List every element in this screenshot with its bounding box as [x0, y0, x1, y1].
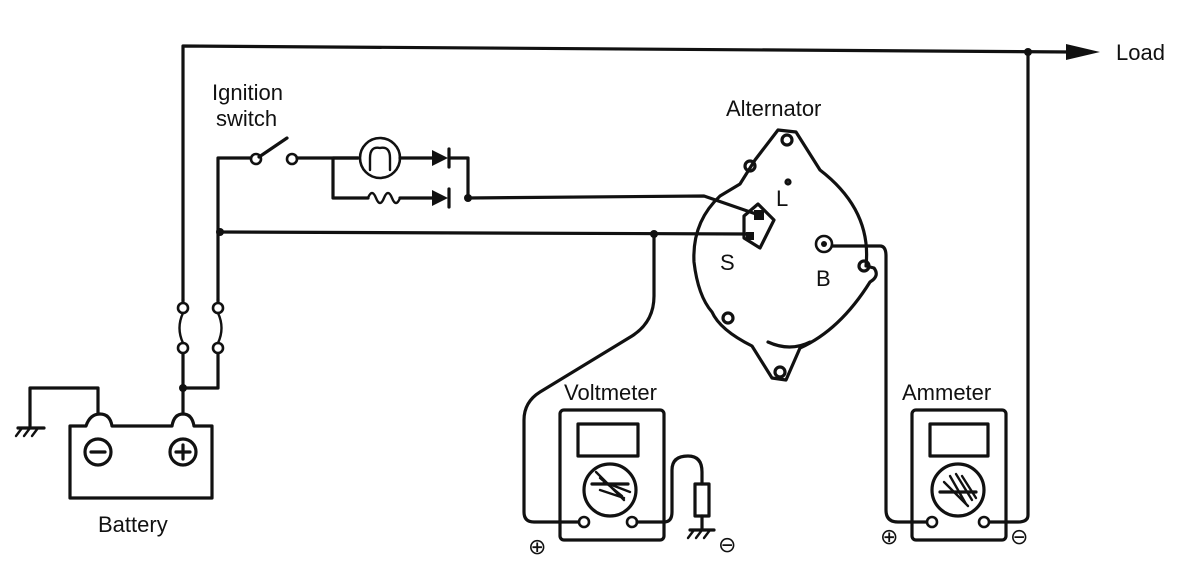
alternator: [692, 128, 878, 382]
voltmeter-pos-wire: [522, 232, 656, 524]
battery-label: Battery: [98, 512, 168, 537]
l-terminal-dot: [784, 178, 792, 186]
ignition-switch-label-line1: Ignition: [212, 80, 283, 105]
ammeter-label: Ammeter: [902, 380, 991, 405]
ammeter-pos-terminal: [925, 515, 939, 529]
parallel-branch-wire: [331, 156, 370, 200]
ammeter-pos-symbol: ⊕: [880, 525, 898, 550]
ignition-feed-wire: [216, 156, 252, 302]
ignition-switch-label-line2: switch: [216, 106, 277, 131]
terminal-l-label: L: [776, 186, 788, 211]
voltmeter-pos-terminal: [577, 515, 591, 529]
l-terminal-wire: [466, 194, 758, 216]
voltmeter-label: Voltmeter: [564, 380, 657, 405]
terminal-b-label: B: [816, 266, 831, 291]
diode-1: [432, 150, 448, 166]
voltmeter: [558, 408, 666, 542]
ignition-switch-blade: [257, 136, 289, 159]
fusible-link-right: [211, 301, 225, 355]
l-s-connector: [742, 202, 776, 250]
s-terminal-wire: [216, 230, 750, 236]
s-junction-dot: [216, 228, 224, 236]
battery-junction-dot: [179, 384, 187, 392]
ground-icon: [14, 426, 46, 438]
terminal-s-label: S: [720, 250, 735, 275]
fusible-link-left: [176, 301, 190, 355]
ignition-contact-right: [285, 152, 299, 166]
ammeter-neg-terminal: [977, 515, 991, 529]
lamp-filament: [368, 146, 392, 172]
ammeter-return-wire: [986, 50, 1030, 524]
battery: [68, 412, 214, 500]
voltmeter-probe: [693, 482, 711, 518]
voltmeter-pos-symbol: ⊕: [528, 535, 546, 560]
ammeter: [910, 408, 1008, 542]
battery-ground-wire: [28, 386, 100, 428]
battery-neg-terminal: [83, 437, 113, 467]
alternator-label: Alternator: [726, 96, 821, 121]
ground-icon: [686, 528, 716, 540]
voltmeter-neg-symbol: ⊖: [718, 533, 736, 558]
diode-2: [432, 190, 448, 206]
resistor-coil: [366, 191, 402, 205]
ammeter-neg-symbol: ⊖: [1010, 525, 1028, 550]
diode-1-out-wire: [447, 156, 470, 200]
load-arrow: [1066, 44, 1100, 60]
load-wire: [181, 44, 1074, 302]
battery-pos-terminal: [168, 437, 198, 467]
load-label: Load: [1116, 40, 1165, 65]
alternator-vent: [766, 340, 812, 349]
voltmeter-neg-wire: [635, 454, 704, 524]
b-to-ammeter-wire: [830, 244, 928, 524]
charge-lamp: [358, 136, 402, 180]
